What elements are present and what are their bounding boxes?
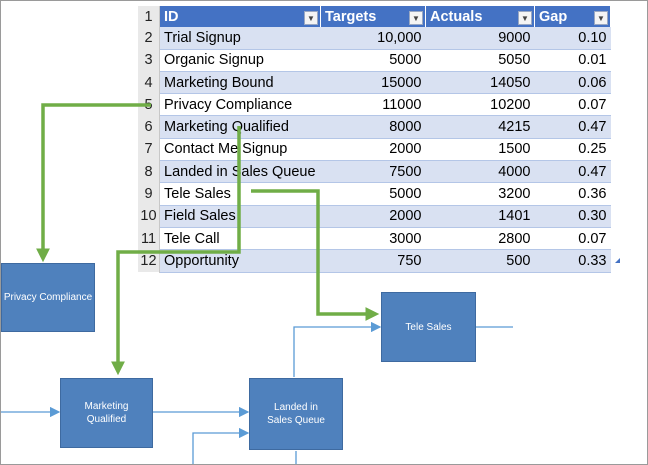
cell-gap[interactable]: 0.07: [534, 227, 611, 251]
marketing-qualified-label: Marketing Qualified: [84, 401, 129, 425]
privacy-compliance-box[interactable]: Privacy Compliance: [1, 263, 95, 332]
cell-id[interactable]: Marketing Bound: [159, 71, 321, 95]
cell-gap[interactable]: 0.36: [534, 182, 611, 206]
cell-targets[interactable]: 7500: [320, 160, 426, 184]
row-number[interactable]: 8: [138, 160, 160, 183]
row-number[interactable]: 10: [138, 205, 160, 228]
cell-actuals[interactable]: 9000: [425, 27, 535, 50]
cell-gap[interactable]: 0.47: [534, 115, 611, 139]
row-number[interactable]: 3: [138, 49, 160, 72]
marketing-qualified-box[interactable]: Marketing Qualified: [60, 378, 153, 448]
table-row: 3 Organic Signup 5000 5050 0.01: [138, 49, 611, 72]
row-number[interactable]: 11: [138, 227, 160, 250]
cell-id[interactable]: Marketing Qualified: [159, 115, 321, 139]
table-row: 11 Tele Call 3000 2800 0.07: [138, 227, 611, 251]
cell-gap[interactable]: 0.33: [534, 249, 611, 273]
header-targets-label: Targets: [325, 8, 377, 25]
header-actuals-label: Actuals: [430, 8, 483, 25]
row-number[interactable]: 12: [138, 249, 160, 273]
cell-targets[interactable]: 8000: [320, 115, 426, 139]
cell-id[interactable]: Field Sales: [159, 205, 321, 228]
cell-id[interactable]: Contact Me Signup: [159, 138, 321, 162]
table-row: 9 Tele Sales 5000 3200 0.36: [138, 182, 611, 206]
dropdown-arrow-icon[interactable]: ▼: [594, 10, 608, 25]
cell-id[interactable]: Trial Signup: [159, 27, 321, 50]
cell-id[interactable]: Tele Sales: [159, 182, 321, 206]
cell-targets[interactable]: 5000: [320, 49, 426, 72]
cell-gap[interactable]: 0.30: [534, 205, 611, 228]
cell-targets[interactable]: 2000: [320, 138, 426, 162]
cell-id[interactable]: Privacy Compliance: [159, 93, 321, 117]
header-row: 1 ID ▼ Targets ▼ Actuals ▼ Gap ▼: [138, 6, 611, 28]
dropdown-arrow-icon[interactable]: ▼: [518, 10, 532, 25]
cell-gap[interactable]: 0.25: [534, 138, 611, 162]
cell-id[interactable]: Opportunity: [159, 249, 321, 273]
row-number[interactable]: 5: [138, 93, 160, 116]
table-resize-handle[interactable]: [615, 258, 620, 263]
table-row: 10 Field Sales 2000 1401 0.30: [138, 205, 611, 228]
header-targets[interactable]: Targets ▼: [320, 6, 426, 28]
cell-actuals[interactable]: 3200: [425, 182, 535, 206]
dropdown-arrow-icon[interactable]: ▼: [304, 10, 318, 25]
cell-actuals[interactable]: 4000: [425, 160, 535, 184]
connector-into-landed-lower: [192, 427, 250, 464]
row-number[interactable]: 4: [138, 71, 160, 94]
cell-targets[interactable]: 15000: [320, 71, 426, 95]
cell-targets[interactable]: 750: [320, 249, 426, 273]
table-row: 7 Contact Me Signup 2000 1500 0.25: [138, 138, 611, 162]
cell-targets[interactable]: 11000: [320, 93, 426, 117]
header-id-label: ID: [164, 8, 179, 25]
cell-actuals[interactable]: 1401: [425, 205, 535, 228]
cell-gap[interactable]: 0.47: [534, 160, 611, 184]
table-row: 4 Marketing Bound 15000 14050 0.06: [138, 71, 611, 95]
connector-landed-to-tele-sales: [293, 321, 382, 377]
cell-gap[interactable]: 0.01: [534, 49, 611, 72]
cell-actuals[interactable]: 5050: [425, 49, 535, 72]
cell-actuals[interactable]: 2800: [425, 227, 535, 251]
tele-sales-label: Tele Sales: [405, 321, 452, 333]
dropdown-arrow-icon[interactable]: ▼: [409, 10, 423, 25]
table-row: 5 Privacy Compliance 11000 10200 0.07: [138, 93, 611, 117]
spreadsheet-table: 1 ID ▼ Targets ▼ Actuals ▼ Gap ▼ 2 Trial…: [138, 6, 611, 273]
row-number[interactable]: 7: [138, 138, 160, 161]
table-row: 6 Marketing Qualified 8000 4215 0.47: [138, 115, 611, 139]
header-id[interactable]: ID ▼: [159, 6, 321, 28]
row-number[interactable]: 2: [138, 27, 160, 50]
header-gap[interactable]: Gap ▼: [534, 6, 611, 28]
cell-targets[interactable]: 3000: [320, 227, 426, 251]
cell-gap[interactable]: 0.06: [534, 71, 611, 95]
cell-id[interactable]: Landed in Sales Queue: [159, 160, 321, 184]
cell-actuals[interactable]: 1500: [425, 138, 535, 162]
cell-targets[interactable]: 5000: [320, 182, 426, 206]
cell-id[interactable]: Tele Call: [159, 227, 321, 251]
cell-gap[interactable]: 0.07: [534, 93, 611, 117]
cell-id[interactable]: Organic Signup: [159, 49, 321, 72]
header-gap-label: Gap: [539, 8, 568, 25]
cell-actuals[interactable]: 10200: [425, 93, 535, 117]
cell-actuals[interactable]: 500: [425, 249, 535, 273]
privacy-compliance-label: Privacy Compliance: [3, 292, 93, 303]
cell-actuals[interactable]: 4215: [425, 115, 535, 139]
landed-in-sales-queue-box[interactable]: Landed in Sales Queue: [249, 378, 343, 450]
cell-actuals[interactable]: 14050: [425, 71, 535, 95]
tele-sales-box[interactable]: Tele Sales: [381, 292, 476, 362]
cell-gap[interactable]: 0.10: [534, 27, 611, 50]
row-number[interactable]: 6: [138, 115, 160, 139]
row-number[interactable]: 1: [138, 6, 160, 28]
table-row: 8 Landed in Sales Queue 7500 4000 0.47: [138, 160, 611, 184]
header-actuals[interactable]: Actuals ▼: [425, 6, 535, 28]
table-row: 12 Opportunity 750 500 0.33: [138, 249, 611, 273]
row-number[interactable]: 9: [138, 182, 160, 206]
landed-in-sales-queue-label: Landed in Sales Queue: [267, 402, 325, 426]
table-row: 2 Trial Signup 10,000 9000 0.10: [138, 27, 611, 50]
cell-targets[interactable]: 10,000: [320, 27, 426, 50]
cell-targets[interactable]: 2000: [320, 205, 426, 228]
